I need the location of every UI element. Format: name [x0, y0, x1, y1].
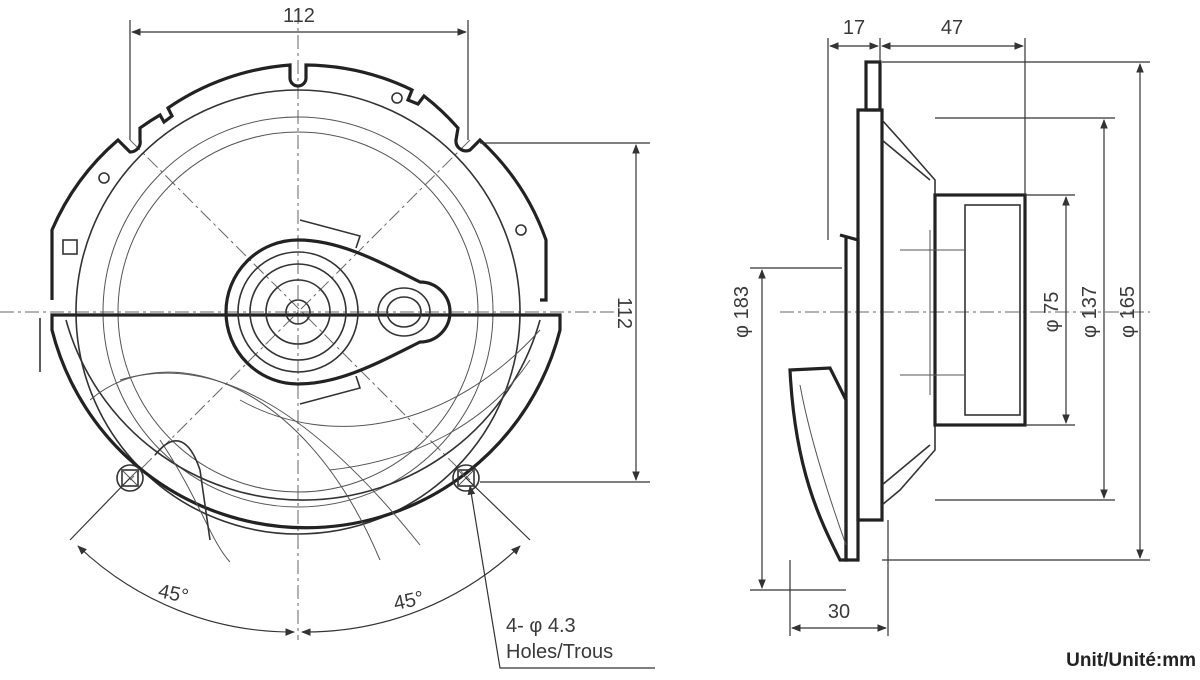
width-dimension-label: 112: [283, 5, 315, 27]
tweeter-arm: [299, 375, 362, 405]
flange-depth-label: 17: [843, 17, 865, 39]
tweeter-bridge: [224, 238, 452, 386]
speaker-frame-outline: [50, 63, 548, 302]
grille-profile: [788, 366, 848, 562]
grille-rim: [65, 319, 541, 501]
body-depth-label: 47: [941, 17, 963, 39]
side-view: 17 47 30 φ 183 φ 75 φ 137 φ 165: [731, 17, 1150, 636]
height-dimension-label: 112: [613, 297, 635, 329]
magnet-diameter-label: φ 75: [1041, 292, 1063, 333]
main-tweeter-ring: [249, 263, 347, 361]
super-tweeter-dome: [386, 296, 422, 328]
mounting-screw-left: [116, 464, 144, 492]
holes-label: Holes/Trous: [506, 641, 613, 663]
grille-vane: [329, 359, 531, 471]
extension-line: [465, 477, 531, 541]
main-tweeter-center: [285, 299, 311, 325]
diagonal-centerline: [129, 139, 471, 481]
super-tweeter: [377, 287, 431, 337]
front-view: 112 112 45° 45° 4- φ 4.3 Holes/Trous: [0, 5, 655, 669]
frame-hole: [515, 224, 527, 236]
tweeter-arm: [299, 219, 362, 249]
holes-count-label: 4- φ 4.3: [506, 615, 576, 637]
cutout-diameter-label: φ 137: [1079, 286, 1101, 338]
cone-edge: [102, 116, 494, 508]
grille-vane: [119, 372, 421, 546]
terminal: [864, 60, 882, 112]
magnet-plate: [964, 204, 1021, 416]
angle-label-right: 45°: [392, 587, 426, 615]
basket-edge: [881, 139, 931, 486]
angle-dimension-left: [77, 545, 295, 636]
frame-diameter-label: φ 165: [1117, 286, 1139, 338]
angle-dimension-right: [301, 545, 521, 636]
grille-vane: [154, 440, 211, 541]
frame-tab: [62, 239, 78, 255]
diagonal-centerline: [129, 139, 471, 481]
frame-inner-ring: [75, 89, 521, 535]
grille-profile-inner: [799, 384, 847, 546]
angle-label-left: 45°: [156, 580, 190, 608]
cone-surround: [117, 131, 479, 493]
frame-hole: [98, 172, 110, 184]
grille-vane: [239, 329, 541, 427]
grille-vane: [89, 371, 381, 561]
grille-mount: [839, 233, 860, 562]
grille-outline: [50, 313, 562, 530]
holes-leader-line: [467, 485, 655, 669]
flange: [856, 108, 884, 522]
magnet: [933, 193, 1027, 427]
grille-depth-label: 30: [828, 601, 850, 623]
grille-diameter-label: φ 183: [731, 286, 753, 338]
main-tweeter-dome: [265, 279, 331, 345]
unit-label: Unit/Unité:mm: [1066, 650, 1196, 671]
frame-hole: [391, 92, 403, 104]
main-tweeter-ring: [237, 251, 359, 373]
extension-line: [69, 477, 131, 541]
